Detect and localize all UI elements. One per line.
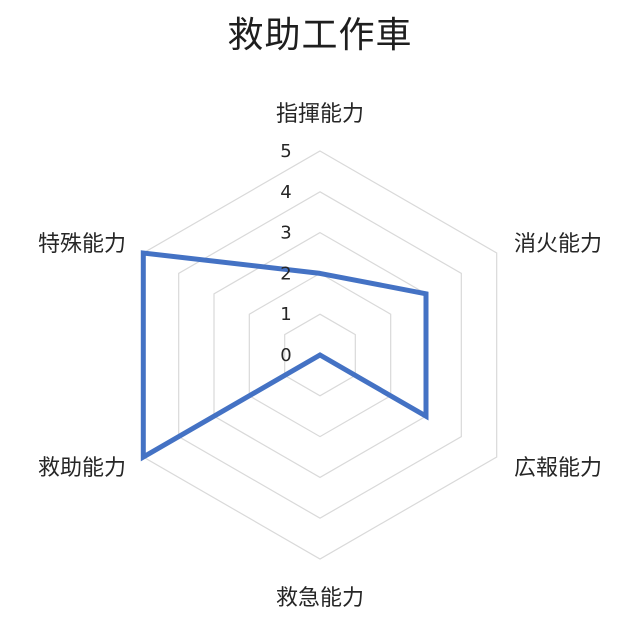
tick-label-3: 3 bbox=[280, 223, 291, 244]
axis-label-1: 指揮能力 bbox=[276, 102, 364, 127]
grid-ring-4 bbox=[178, 191, 462, 519]
axis-label-5: 救助能力 bbox=[38, 456, 126, 481]
grid-ring-1 bbox=[284, 313, 356, 397]
tick-label-0: 0 bbox=[280, 345, 291, 366]
axis-label-6: 特殊能力 bbox=[38, 232, 126, 257]
tick-label-5: 5 bbox=[280, 141, 291, 162]
chart-title: 救助工作車 bbox=[227, 15, 413, 56]
axis-label-4: 救急能力 bbox=[276, 586, 364, 611]
tick-label-2: 2 bbox=[280, 263, 291, 284]
tick-label-layer: 0 1 2 3 4 5 bbox=[280, 141, 291, 366]
series-line-0 bbox=[140, 250, 429, 462]
tick-label-1: 1 bbox=[280, 304, 291, 325]
axis-label-2: 消火能力 bbox=[514, 232, 602, 257]
series-layer bbox=[140, 250, 429, 462]
axis-label-3: 広報能力 bbox=[514, 456, 602, 481]
grid-ring-2 bbox=[248, 272, 392, 438]
tick-label-4: 4 bbox=[280, 182, 291, 203]
